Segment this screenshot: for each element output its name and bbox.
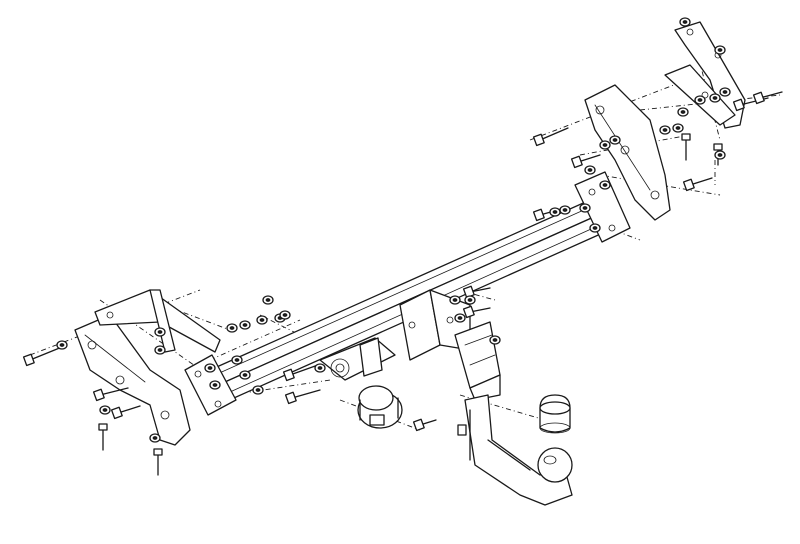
nut	[231, 355, 243, 365]
nut	[599, 140, 611, 150]
nut	[239, 320, 251, 330]
bolt	[732, 97, 769, 112]
bolt	[752, 91, 783, 105]
nut	[464, 295, 476, 305]
nut	[99, 405, 111, 415]
right-beam-flange	[574, 171, 631, 243]
bolt	[570, 154, 601, 169]
nut	[454, 313, 466, 323]
electrical-socket	[357, 385, 403, 429]
right-mounting-plate	[664, 21, 746, 129]
nut	[149, 433, 161, 443]
nut	[239, 370, 251, 380]
receiver-housing	[399, 289, 501, 401]
nut	[584, 165, 596, 175]
nut	[252, 385, 264, 395]
nut	[204, 363, 216, 373]
bolt	[153, 448, 163, 476]
nut	[589, 223, 601, 233]
nut	[677, 107, 689, 117]
nut	[679, 17, 691, 27]
tow-ball-cap	[539, 394, 571, 434]
nut	[256, 315, 268, 325]
nut	[489, 335, 501, 345]
nut	[672, 123, 684, 133]
left-side-bracket	[74, 314, 191, 446]
bolt-set	[22, 17, 783, 476]
bolt	[681, 133, 691, 161]
bolt	[92, 387, 129, 402]
nut	[209, 380, 221, 390]
nut	[659, 125, 671, 135]
bolt	[412, 418, 437, 432]
bolt	[462, 305, 491, 319]
bolt	[110, 405, 141, 420]
bolt	[532, 127, 569, 147]
nut	[714, 150, 726, 160]
nut	[314, 363, 326, 373]
socket-plate	[319, 337, 396, 381]
nut	[599, 180, 611, 190]
bolt	[98, 423, 108, 451]
bolt	[22, 346, 63, 367]
left-mounting-plate	[94, 289, 221, 353]
bolt	[462, 285, 491, 299]
nut	[559, 205, 571, 215]
nut	[56, 340, 68, 350]
nut	[609, 135, 621, 145]
nut	[154, 345, 166, 355]
nut	[549, 207, 561, 217]
nut	[226, 323, 238, 333]
bolt	[682, 177, 713, 192]
bolt	[284, 389, 321, 405]
nut	[694, 95, 706, 105]
tow-ball-neck	[457, 394, 573, 506]
nut	[279, 310, 291, 320]
nut	[709, 93, 721, 103]
nut	[719, 87, 731, 97]
nut	[449, 295, 461, 305]
nut	[154, 327, 166, 337]
nut	[579, 203, 591, 213]
nut	[714, 45, 726, 55]
nut	[262, 295, 274, 305]
bolt	[282, 364, 319, 382]
